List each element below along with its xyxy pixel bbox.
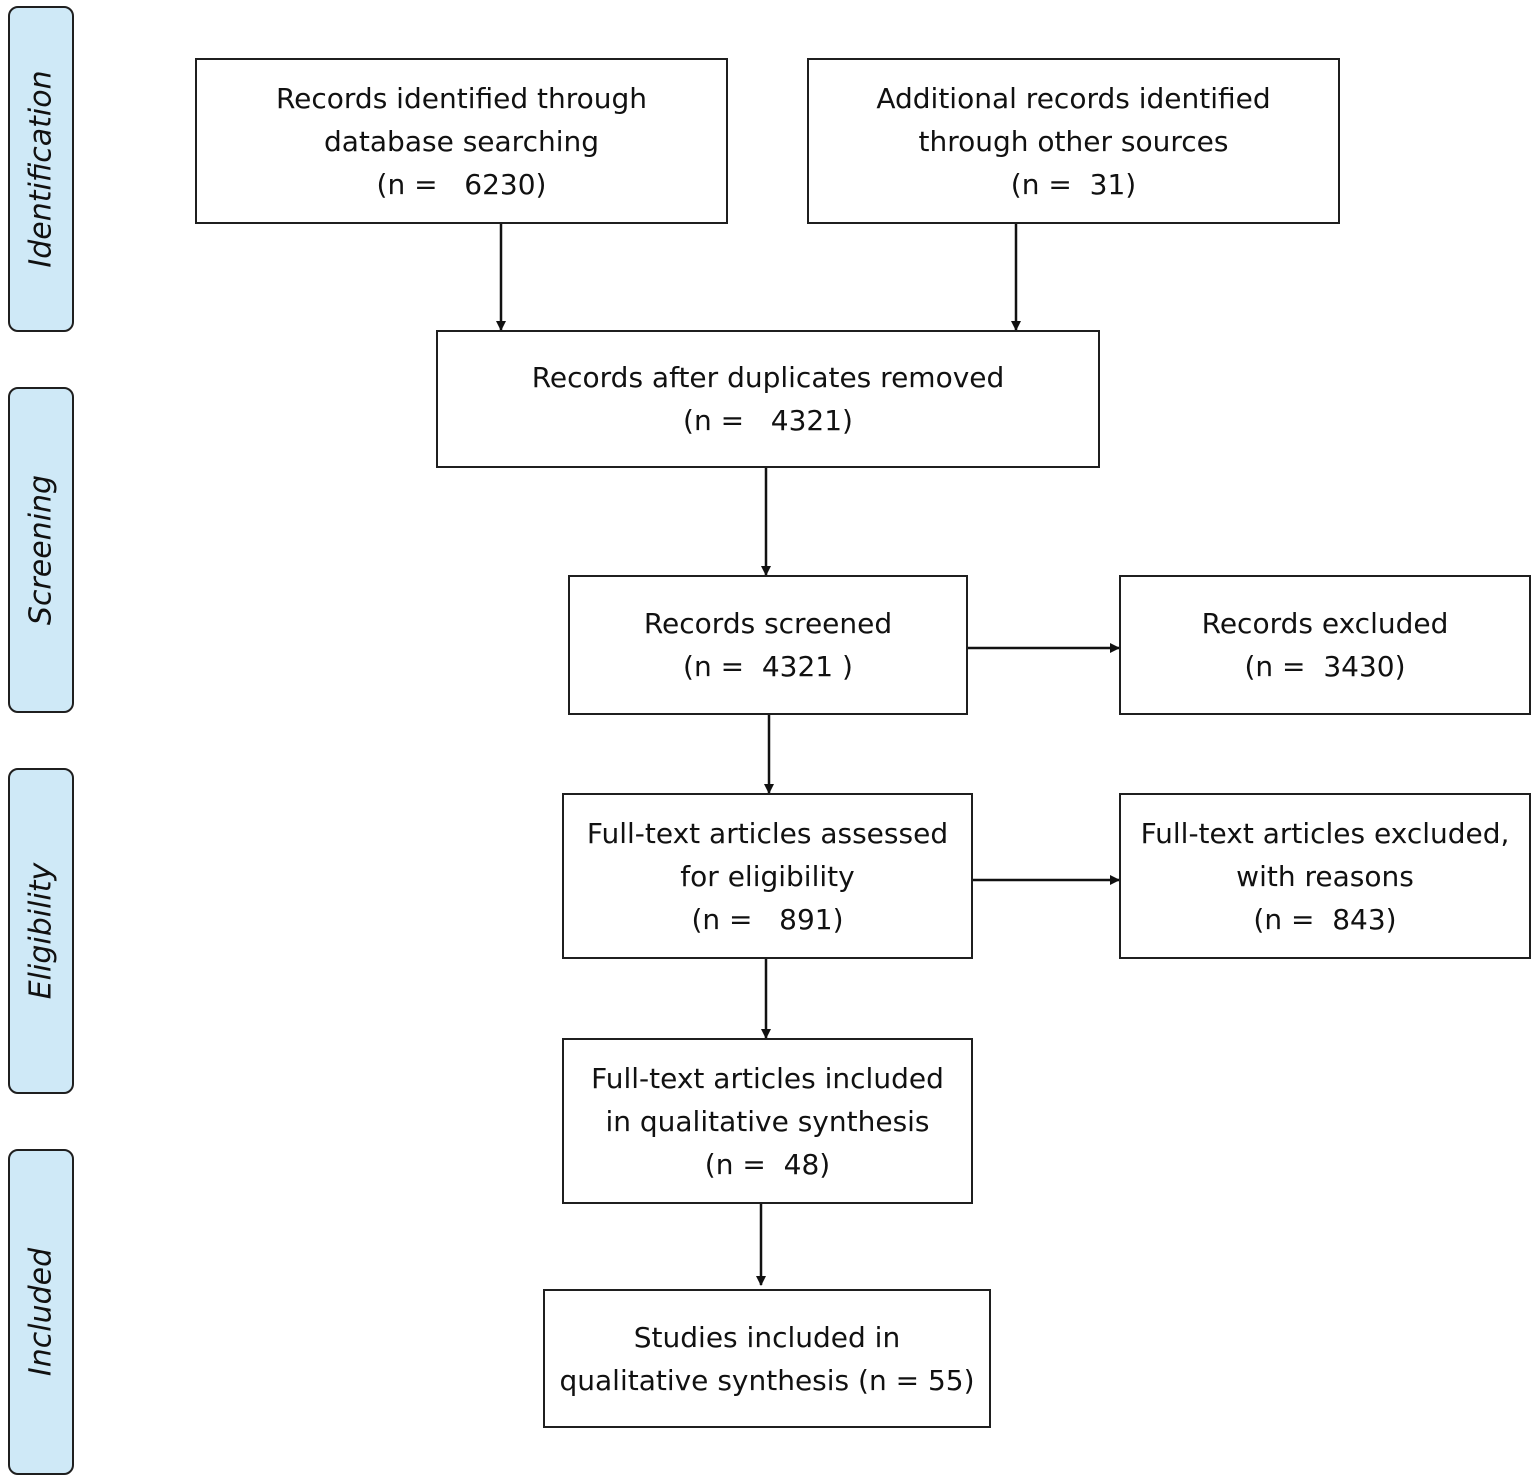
box-line: (n = 3430) — [1244, 650, 1406, 683]
box-fulltext-included: Full-text articles included in qualitati… — [562, 1038, 973, 1204]
box-line: in qualitative synthesis — [605, 1104, 930, 1138]
box-line: database searching — [323, 124, 600, 158]
box-fulltext-excluded: Full-text articles excluded, with reason… — [1119, 793, 1531, 959]
box-line: (n = 48) — [704, 1147, 831, 1181]
box-fulltext-assessed: Full-text articles assessed for eligibil… — [562, 793, 973, 959]
box-line: for eligibility — [680, 859, 855, 893]
box-line: qualitative synthesis (n = 55) — [559, 1363, 975, 1397]
box-line: (n = 4321) — [683, 404, 853, 437]
box-line: Records after duplicates removed — [531, 361, 1005, 394]
box-studies-included: Studies included in qualitative synthesi… — [543, 1289, 991, 1428]
phase-screening: Screening — [8, 387, 74, 713]
box-line: Records screened — [643, 607, 893, 640]
box-line: (n = 843) — [1253, 902, 1397, 936]
box-line: (n = 31) — [1010, 167, 1137, 201]
box-line: Records identified through — [275, 81, 648, 115]
box-line: Studies included in — [633, 1320, 901, 1354]
box-line: (n = 891) — [691, 902, 844, 936]
box-additional-records-other-sources: Additional records identified through ot… — [807, 58, 1340, 224]
box-line: Records excluded — [1201, 607, 1449, 640]
box-records-after-duplicates: Records after duplicates removed (n = 43… — [436, 330, 1100, 468]
box-line: (n = 4321 ) — [683, 650, 853, 683]
box-line: with reasons — [1236, 859, 1414, 893]
box-line: Full-text articles included — [591, 1061, 944, 1095]
phase-included: Included — [8, 1149, 74, 1475]
box-records-excluded: Records excluded (n = 3430) — [1119, 575, 1531, 715]
phase-eligibility: Eligibility — [8, 768, 74, 1094]
box-records-screened: Records screened (n = 4321 ) — [568, 575, 968, 715]
box-line: through other sources — [918, 124, 1229, 158]
box-line: Full-text articles assessed — [586, 816, 949, 850]
phase-identification: Identification — [8, 6, 74, 332]
box-line: Additional records identified — [876, 81, 1271, 115]
box-line: (n = 6230) — [376, 167, 547, 201]
box-line: Full-text articles excluded, — [1140, 816, 1510, 850]
box-records-identified-database: Records identified through database sear… — [195, 58, 728, 224]
